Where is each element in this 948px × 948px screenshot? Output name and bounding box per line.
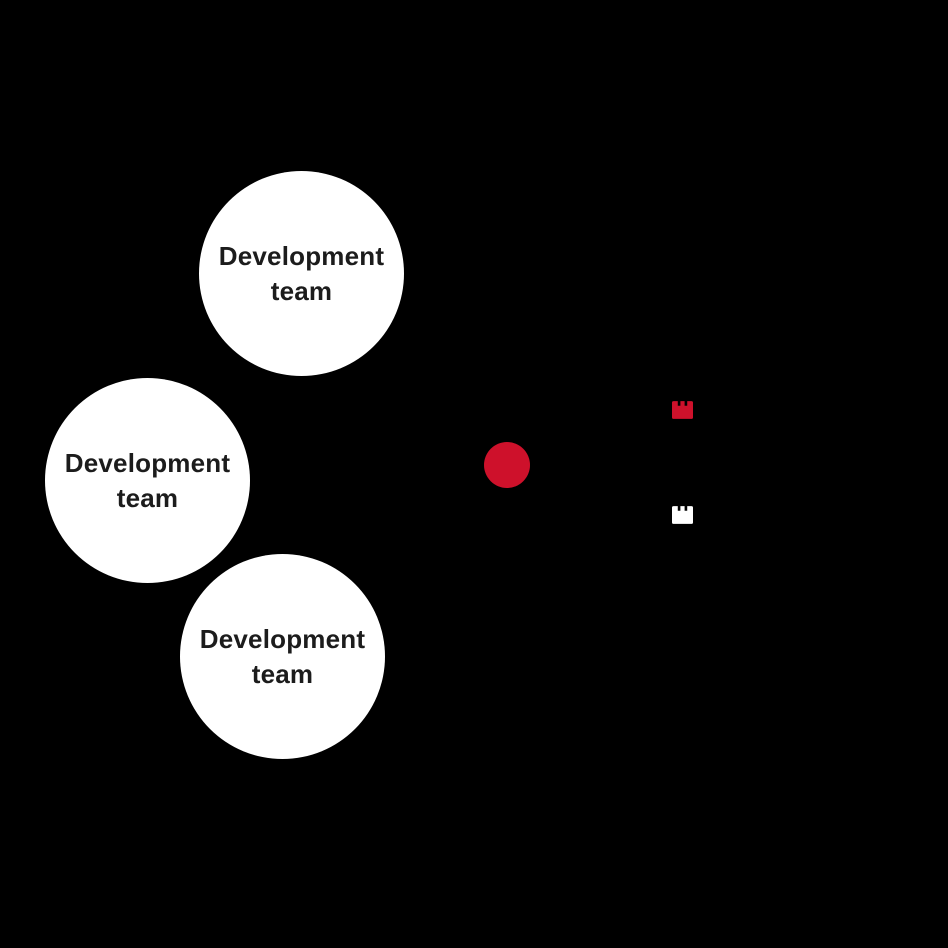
team-label-line1: Development	[199, 623, 366, 654]
brick-icon-red	[672, 401, 693, 419]
team-label-line2: team	[116, 482, 179, 513]
team-label-line1: Development	[64, 447, 231, 478]
team-circle-label: Development team	[200, 622, 365, 692]
team-circle-label: Development team	[65, 446, 230, 516]
team-circle-label: Development team	[219, 239, 384, 309]
team-circle-1: Development team	[199, 171, 404, 376]
red-dot	[484, 442, 530, 488]
brick-icon-red-shape	[672, 401, 693, 419]
brick-icon-white	[672, 506, 693, 524]
brick-icon-white-shape	[672, 506, 693, 524]
team-circle-2: Development team	[45, 378, 250, 583]
team-label-line2: team	[270, 275, 333, 306]
team-circle-3: Development team	[180, 554, 385, 759]
team-label-line2: team	[251, 658, 314, 689]
team-label-line1: Development	[218, 240, 385, 271]
